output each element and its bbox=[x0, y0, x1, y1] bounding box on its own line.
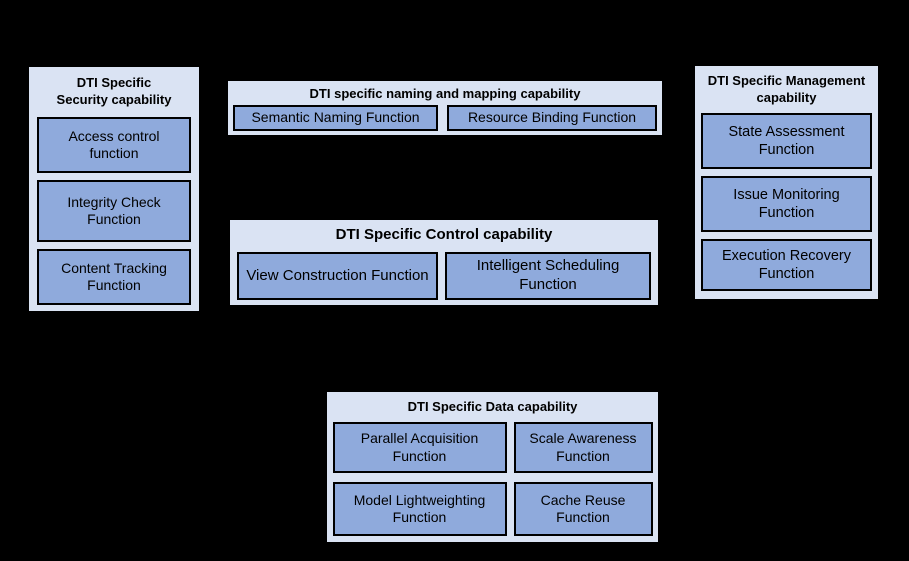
function-box-parallel-acquisition: Parallel Acquisition Function bbox=[332, 422, 507, 473]
group-title-line: DTI Specific Data capability bbox=[407, 399, 578, 414]
group-title-line: DTI Specific bbox=[76, 75, 152, 90]
naming-mapping-group-title: DTI specific naming and mapping capabili… bbox=[228, 81, 662, 102]
group-title-line: DTI specific naming and mapping capabili… bbox=[309, 86, 581, 101]
control-capability-group: DTI Specific Control capability View Con… bbox=[228, 218, 660, 307]
security-function-list: Access control function Integrity Check … bbox=[29, 117, 199, 305]
group-title-line: DTI Specific Management bbox=[707, 73, 866, 88]
function-box-content-tracking: Content Tracking Function bbox=[37, 249, 191, 305]
function-box-state-assessment: State Assessment Function bbox=[701, 113, 872, 169]
function-box-view-construction: View Construction Function bbox=[237, 252, 438, 300]
function-box-issue-monitoring: Issue Monitoring Function bbox=[701, 176, 872, 232]
group-title-line: Security capability bbox=[56, 92, 172, 107]
management-capability-group: DTI Specific Management capability State… bbox=[693, 64, 880, 301]
function-box-model-lightweighting: Model Lightweighting Function bbox=[332, 482, 507, 536]
function-box-resource-binding: Resource Binding Function bbox=[447, 105, 657, 131]
security-capability-group: DTI Specific Security capability Access … bbox=[27, 65, 201, 313]
function-box-cache-reuse: Cache Reuse Function bbox=[513, 482, 653, 536]
management-function-list: State Assessment Function Issue Monitori… bbox=[695, 113, 878, 291]
function-box-execution-recovery: Execution Recovery Function bbox=[701, 239, 872, 291]
group-title-line: capability bbox=[756, 90, 817, 105]
group-title-line: DTI Specific Control capability bbox=[335, 226, 553, 243]
function-box-intelligent-scheduling: Intelligent Scheduling Function bbox=[445, 252, 651, 300]
control-group-title: DTI Specific Control capability bbox=[230, 220, 658, 244]
data-capability-group: DTI Specific Data capability Parallel Ac… bbox=[325, 390, 660, 544]
naming-mapping-capability-group: DTI specific naming and mapping capabili… bbox=[226, 79, 664, 137]
security-group-title: DTI Specific Security capability bbox=[29, 67, 199, 108]
function-box-scale-awareness: Scale Awareness Function bbox=[513, 422, 653, 473]
data-function-grid: Parallel Acquisition Function Scale Awar… bbox=[327, 422, 658, 536]
function-box-integrity-check: Integrity Check Function bbox=[37, 180, 191, 242]
naming-mapping-function-list: Semantic Naming Function Resource Bindin… bbox=[228, 105, 662, 131]
function-box-semantic-naming: Semantic Naming Function bbox=[233, 105, 438, 131]
function-box-access-control: Access control function bbox=[37, 117, 191, 173]
management-group-title: DTI Specific Management capability bbox=[695, 66, 878, 106]
control-function-list: View Construction Function Intelligent S… bbox=[230, 252, 658, 300]
data-group-title: DTI Specific Data capability bbox=[327, 392, 658, 415]
